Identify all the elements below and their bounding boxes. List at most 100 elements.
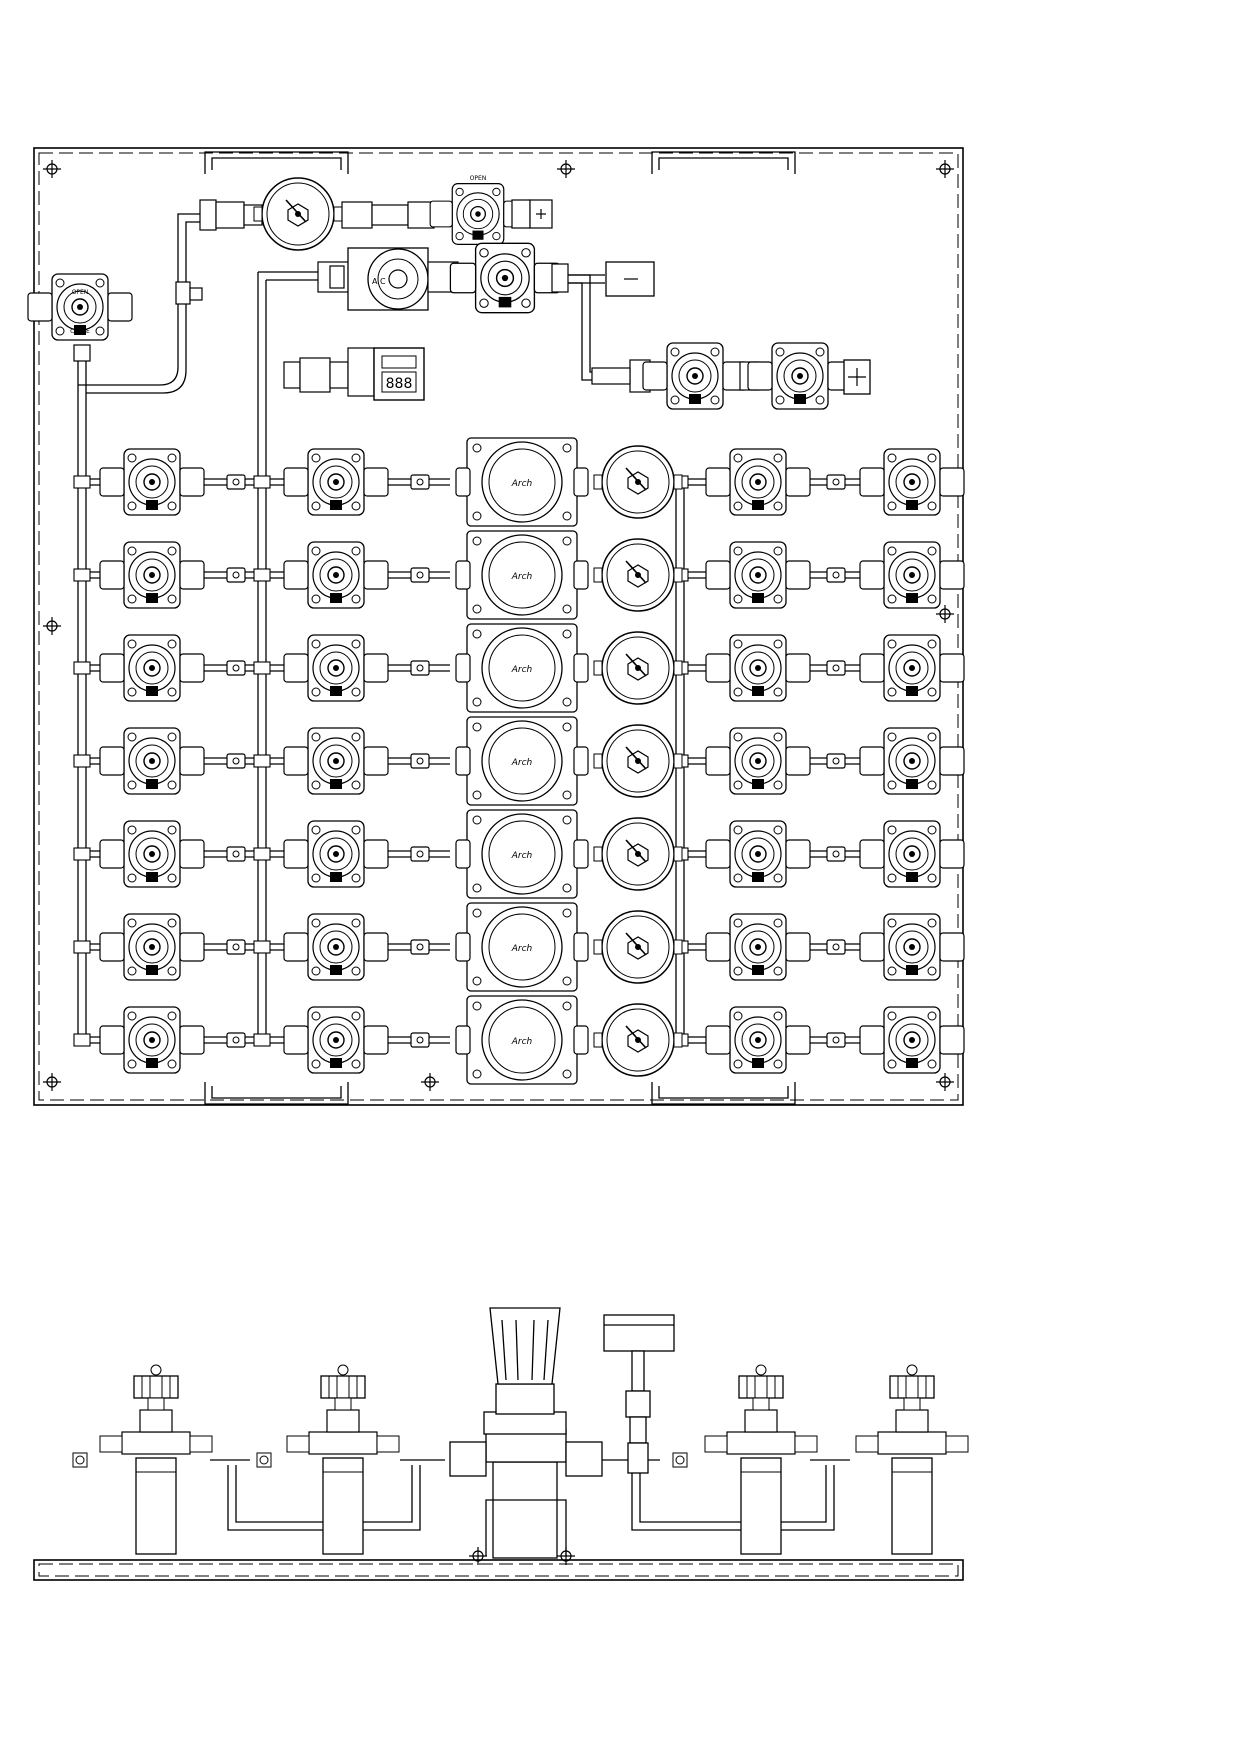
mount-crosshair: [935, 604, 955, 624]
valve-row: Arch: [73, 809, 965, 899]
pressure-gauge: [593, 445, 683, 519]
pressure-gauge: [593, 910, 683, 984]
right-valve-col2: [859, 448, 965, 516]
side-valve: [704, 1364, 818, 1555]
right-valve-col1: [705, 541, 811, 609]
front-view: OPEN OPEN CLOSE A C: [27, 147, 965, 1106]
left-valve-col1: [99, 448, 205, 516]
tube-fitting: [226, 474, 246, 490]
left-valve-col2: [283, 541, 389, 609]
mount-crosshair: [556, 1546, 576, 1566]
top-left-valve-open-label: OPEN: [72, 289, 89, 296]
top-handle-right: [651, 151, 796, 174]
top-handle-left: [204, 151, 349, 174]
right-valve-col2: [859, 727, 965, 795]
side-view: [33, 1307, 969, 1581]
tube-fitting: [226, 939, 246, 955]
top-valve-label-open: OPEN: [470, 175, 487, 182]
tube-fitting: [826, 753, 846, 769]
controller-display-digits: 888: [386, 376, 413, 392]
bottom-handle-right: [651, 1082, 796, 1105]
outlet-valve-pair: [591, 342, 871, 410]
side-gauge: [603, 1314, 675, 1474]
tube-fitting: [410, 1032, 430, 1048]
valve-row: Arch: [73, 530, 965, 620]
tube-fitting: [826, 939, 846, 955]
valve-row: Arch: [73, 995, 965, 1085]
left-valve-col2: [283, 820, 389, 888]
tube-fitting: [826, 567, 846, 583]
tube-fitting: [410, 474, 430, 490]
right-valve-col1: [705, 820, 811, 888]
controller-assembly: 888: [283, 347, 425, 401]
regulator-logo: Arch: [511, 758, 533, 768]
valve-row: Arch: [73, 902, 965, 992]
valve-row: Arch: [73, 437, 965, 527]
tube-fitting: [410, 660, 430, 676]
side-fitting: [672, 1452, 688, 1468]
tube-fitting: [410, 846, 430, 862]
mount-crosshair: [935, 159, 955, 179]
left-valve-col1: [99, 727, 205, 795]
regulator-logo: Arch: [511, 944, 533, 954]
pressure-gauge: [593, 631, 683, 705]
side-fitting: [72, 1452, 88, 1468]
tube-fitting: [226, 846, 246, 862]
left-valve-col2: [283, 634, 389, 702]
pressure-gauge: [593, 1003, 683, 1077]
tube-fitting: [410, 753, 430, 769]
regulator-logo: Arch: [511, 572, 533, 582]
regulator-logo: Arch: [511, 1037, 533, 1047]
side-base-plate-inner: [38, 1563, 959, 1577]
pressure-gauge: [593, 724, 683, 798]
mount-crosshair: [420, 1072, 440, 1092]
second-row-assembly: A C: [317, 242, 655, 314]
tube-fitting: [226, 753, 246, 769]
tube-clamp: [175, 281, 203, 305]
pressure-gauge: [593, 817, 683, 891]
mount-crosshair: [468, 1546, 488, 1566]
right-valve-col1: [705, 913, 811, 981]
regulator-logo: Arch: [511, 479, 533, 489]
right-valve-col2: [859, 541, 965, 609]
side-valve: [855, 1364, 969, 1555]
left-valve-col2: [283, 727, 389, 795]
left-valve-col1: [99, 541, 205, 609]
tube-fitting: [410, 567, 430, 583]
right-valve-col1: [705, 448, 811, 516]
bottom-handle-left: [204, 1082, 349, 1105]
tube-fitting: [410, 939, 430, 955]
right-valve-col2: [859, 634, 965, 702]
mount-crosshair: [935, 1072, 955, 1092]
right-valve-col1: [705, 727, 811, 795]
panel-outline: [33, 147, 964, 1106]
left-valve-col2: [283, 1006, 389, 1074]
regulator-tag: A C: [372, 277, 386, 286]
valve-row: Arch: [73, 623, 965, 713]
regulator-logo: Arch: [511, 665, 533, 675]
valve-row: Arch: [73, 716, 965, 806]
regulator-logo: Arch: [511, 851, 533, 861]
left-valve-col1: [99, 1006, 205, 1074]
mount-crosshair: [556, 159, 576, 179]
top-inlet-assembly: OPEN: [199, 175, 553, 251]
top-left-valve-close-label: CLOSE: [70, 328, 90, 335]
tube-fitting: [826, 846, 846, 862]
left-valve-col1: [99, 820, 205, 888]
pressure-gauge: [593, 538, 683, 612]
left-valve-col1: [99, 634, 205, 702]
mount-crosshair: [42, 159, 62, 179]
side-fitting: [256, 1452, 272, 1468]
mount-crosshair: [42, 616, 62, 636]
tube-fitting: [226, 660, 246, 676]
tube-fitting: [826, 660, 846, 676]
side-valve: [99, 1364, 213, 1555]
mount-crosshair: [42, 1072, 62, 1092]
side-base-plate: [33, 1559, 964, 1581]
side-regulator-stand: [485, 1499, 567, 1556]
tube-fitting: [226, 567, 246, 583]
left-valve-col2: [283, 448, 389, 516]
side-regulator: [449, 1307, 603, 1559]
